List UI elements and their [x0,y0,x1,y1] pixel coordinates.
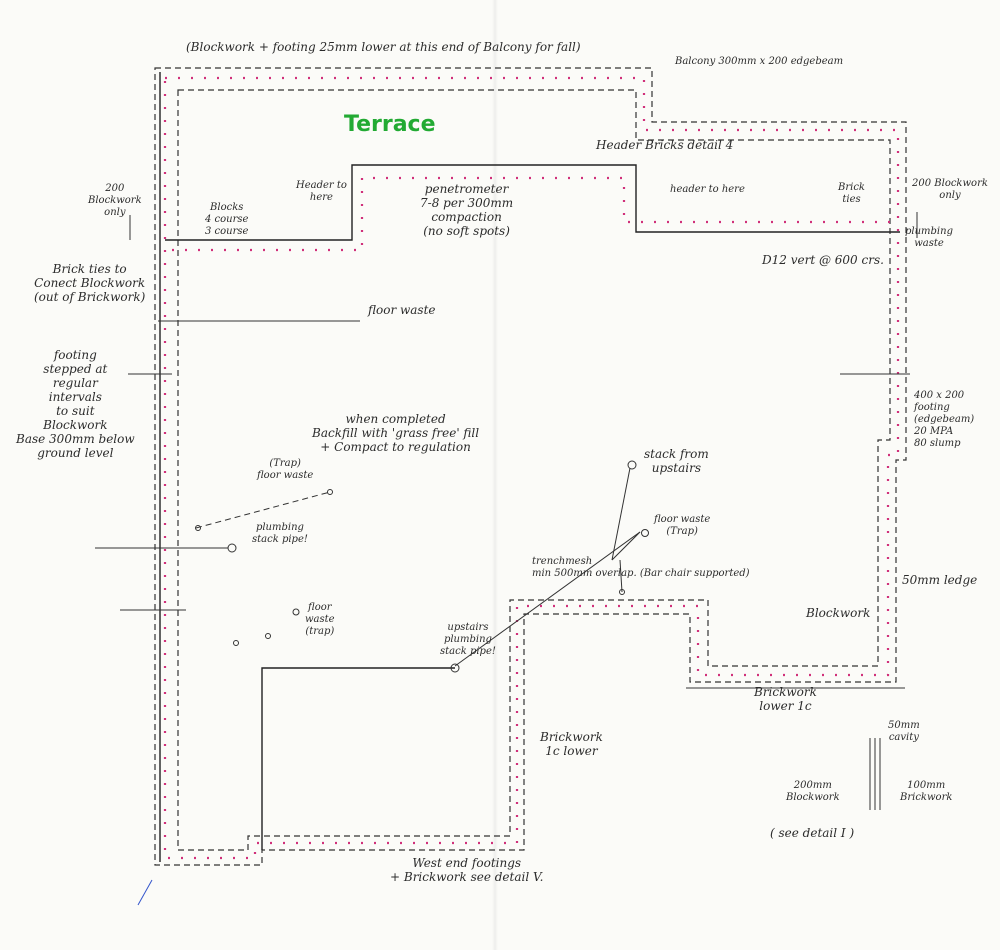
note-when-completed: when completed Backfill with 'grass free… [312,412,480,454]
note-upstairs-stack-pipe: upstairs plumbing stack pipe! [440,622,496,657]
note-brickwork-lower-mid: Brickwork 1c lower [540,730,603,758]
lower-inner-wall [261,667,455,850]
brick-tie-ticks-outer [163,76,900,860]
waste-pipe-left [195,491,331,529]
blue-tick [137,879,153,906]
inner-footing-outline [177,89,891,851]
fitting-c [619,589,625,595]
note-blocks-course: Blocks 4 course 3 course [205,202,249,237]
note-header-bricks: Header Bricks detail 4 [596,138,734,152]
note-see-detail: ( see detail I ) [770,826,855,840]
note-brickwork-lower-right: Brickwork lower 1c [754,685,817,713]
terrace-inner-wall [165,164,900,241]
floor-waste-small-fitting [292,608,300,616]
note-blockwork-only-right: 200 Blockwork only [912,178,988,201]
upstairs-stack-fitting [450,663,460,673]
terrace-inner-ticks [172,176,892,252]
note-floor-waste-small: floor waste (trap) [305,602,335,637]
drawing-title: Terrace [344,112,436,137]
note-balcony: Balcony 300mm x 200 edgebeam [675,56,844,67]
fitting-a [233,640,239,646]
note-cavity: 50mm cavity [888,720,920,743]
note-top-blockwork: (Blockwork + footing 25mm lower at this … [186,40,581,54]
fitting-e [327,489,333,495]
outer-footing-outline [154,67,907,866]
note-floor-waste-top: floor waste [368,303,436,317]
note-plumbing-stack-pipe: plumbing stack pipe! [252,522,308,545]
note-footing-edgebeam: 400 x 200 footing (edgebeam) 20 MPA 80 s… [914,390,975,449]
note-brick-ties-left: Brick ties to Conect Blockwork (out of B… [34,262,146,304]
note-footing-stepped: footing stepped at regular intervals to … [16,348,135,460]
note-trenchmesh: trenchmesh min 500mm overlap. (Bar chair… [532,556,750,579]
note-floor-waste-trap-right: floor waste (Trap) [654,514,711,537]
note-blockwork-only-left: 200 Blockwork only [88,183,142,218]
note-blockwork-200: 200mm Blockwork [786,780,840,803]
note-brick-ties-right: Brick ties [838,182,865,205]
note-west-end: West end footings + Brickwork see detail… [390,856,544,884]
note-stack-upstairs: stack from upstairs [644,447,709,475]
paper-fold [492,0,498,950]
note-d12-vert: D12 vert @ 600 crs. [762,253,884,267]
note-blockwork-right: Blockwork [806,606,871,620]
note-floor-waste-trap-left: (Trap) floor waste [257,458,314,481]
waste-down [619,559,623,593]
stack-pipe-line [611,467,631,561]
note-brickwork-100: 100mm Brickwork [900,780,953,803]
trenchmesh-diagonal [454,531,641,667]
fitting-b [265,633,271,639]
waste-link [611,531,641,561]
note-header-to-here-right: header to here [670,184,745,195]
plumbing-stack-left-fitting [227,543,237,553]
note-plumbing-waste: plumbing waste [905,226,953,249]
note-header-to-here-left: Header to here [296,180,347,203]
note-ledge: 50mm ledge [902,573,978,587]
note-penetrometer: penetrometer 7-8 per 300mm compaction (n… [420,182,514,238]
floor-waste-right-fitting [641,529,649,537]
fitting-d [195,525,201,531]
stack-from-upstairs-fitting [627,460,637,470]
